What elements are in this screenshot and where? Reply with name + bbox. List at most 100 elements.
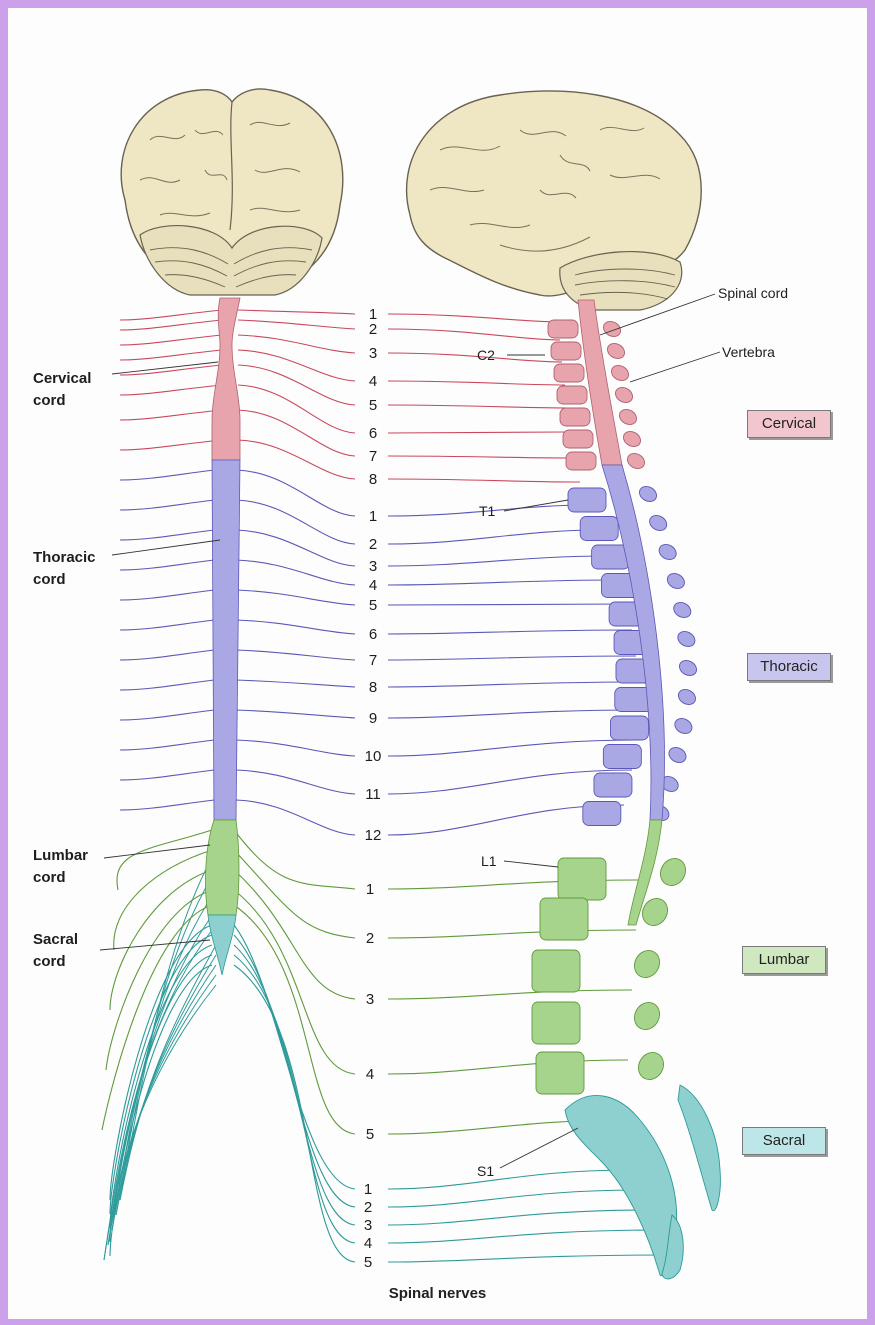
thoracic-nerve-mid-3 <box>236 530 355 566</box>
lumbar-nerve-loop-4 <box>108 910 216 1245</box>
spinous-process-1 <box>601 318 624 339</box>
vertebral-body-23 <box>532 1002 580 1044</box>
cervical-nerve-mid-7 <box>238 410 355 456</box>
thoracic-nerve-mid-1 <box>236 470 355 516</box>
vertebral-body-24 <box>536 1052 584 1094</box>
spinous-process-10 <box>656 541 679 562</box>
cervical-nerve-number-5: 5 <box>369 397 377 414</box>
thoracic-nerve-left-7 <box>120 650 214 660</box>
cervical-nerve-mid-3 <box>238 335 355 353</box>
thoracic-nerve-number-12: 12 <box>365 827 382 844</box>
region-box-cervical: Cervical <box>747 410 831 438</box>
thoracic-nerve-number-10: 10 <box>365 748 382 765</box>
spinous-process-13 <box>675 628 698 649</box>
thoracic-cord-segment <box>212 460 240 820</box>
cervical-nerve-left-5 <box>120 365 222 375</box>
spinous-process-6 <box>621 428 644 449</box>
vertebral-body-5 <box>560 408 590 426</box>
vertebra-callout: Vertebra <box>722 344 775 360</box>
thoracic-nerve-right-8 <box>388 682 640 687</box>
sacrum <box>565 1096 677 1276</box>
vertebral-body-1 <box>548 320 578 338</box>
sacral-nerve-number-3: 3 <box>364 1217 372 1234</box>
thoracic-nerve-left-1 <box>120 470 214 480</box>
cervical-nerve-left-8 <box>120 440 222 450</box>
thoracic-nerve-right-7 <box>388 656 636 660</box>
t1-callout: T1 <box>479 503 496 519</box>
spinous-process-20 <box>656 854 691 890</box>
thoracic-nerve-mid-7 <box>236 650 355 660</box>
lumbar-cord-label-2: cord <box>33 869 66 886</box>
cervical-cord-label-2: cord <box>33 392 66 409</box>
sacral-nerve-number-1: 1 <box>364 1181 372 1198</box>
thoracic-nerve-right-2 <box>388 530 600 544</box>
spinous-process-14 <box>677 657 700 678</box>
sacral-nerve-loop-1 <box>120 945 216 1200</box>
thoracic-nerve-left-5 <box>120 590 214 600</box>
brain-lateral-view <box>407 91 702 310</box>
lumbar-nerve-mid-2 <box>234 850 355 938</box>
cervical-nerve-left-2 <box>120 320 222 330</box>
thoracic-nerve-number-6: 6 <box>369 626 377 643</box>
sacral-nerve-right-2 <box>388 1190 640 1207</box>
lumbar-nerve-mid-1 <box>234 830 355 889</box>
spinous-process-4 <box>613 384 636 405</box>
brain-posterior-view <box>121 89 343 295</box>
thoracic-nerve-left-4 <box>120 560 214 570</box>
cervical-nerve-mid-4 <box>238 350 355 381</box>
sacral-nerve-mid-2 <box>234 935 355 1207</box>
spinous-process-17 <box>666 744 689 765</box>
lumbar-nerve-number-1: 1 <box>366 881 374 898</box>
cervical-nerve-number-4: 4 <box>369 373 377 390</box>
cervical-nerve-mid-2 <box>238 320 355 329</box>
thoracic-nerve-left-3 <box>120 530 214 540</box>
vertebral-body-9 <box>580 517 618 541</box>
thoracic-nerve-right-3 <box>388 556 610 566</box>
cervical-nerve-right-6 <box>388 432 572 433</box>
thoracic-nerve-mid-9 <box>236 710 355 718</box>
thoracic-nerve-right-10 <box>388 740 638 756</box>
sacral-crest <box>678 1085 720 1211</box>
vertebral-body-21 <box>540 898 588 940</box>
cervical-nerve-number-8: 8 <box>369 471 377 488</box>
lumbar-nerve-loop-2 <box>116 870 216 1215</box>
spinous-process-24 <box>634 1048 669 1084</box>
thoracic-nerve-right-9 <box>388 710 640 718</box>
spinous-process-2 <box>605 340 628 361</box>
sacral-nerve-right-4 <box>388 1230 660 1243</box>
lumbar-nerve-mid-5 <box>234 905 355 1134</box>
region-box-lumbar: Lumbar <box>742 946 826 974</box>
vertebral-body-16 <box>610 716 648 740</box>
thoracic-nerve-left-8 <box>120 680 214 690</box>
sacral-nerve-right-1 <box>388 1170 630 1189</box>
sacral-nerve-right-3 <box>388 1210 650 1225</box>
vertebral-body-3 <box>554 364 584 382</box>
vertebral-body-8 <box>568 488 606 512</box>
diagram-caption: Spinal nerves <box>0 1285 875 1302</box>
vertebral-body-4 <box>557 386 587 404</box>
spinous-process-12 <box>671 599 694 620</box>
vertebral-body-7 <box>566 452 596 470</box>
spinous-process-9 <box>647 512 670 533</box>
vertebral-body-19 <box>583 802 621 826</box>
sacral-nerve-number-2: 2 <box>364 1199 372 1216</box>
spinous-process-23 <box>630 998 665 1034</box>
thoracic-nerve-number-7: 7 <box>369 652 377 669</box>
region-box-sacral: Sacral <box>742 1127 826 1155</box>
vertebral-body-22 <box>532 950 580 992</box>
thoracic-nerve-right-5 <box>388 604 625 605</box>
thoracic-nerve-mid-8 <box>236 680 355 687</box>
thoracic-nerve-mid-10 <box>236 740 355 756</box>
sacral-nerve-mid-5 <box>234 965 355 1262</box>
cervical-nerve-left-1 <box>120 310 222 320</box>
thoracic-nerve-mid-5 <box>236 590 355 605</box>
cervical-nerve-mid-6 <box>238 385 355 433</box>
thoracic-nerve-mid-11 <box>236 770 355 794</box>
region-box-thoracic: Thoracic <box>747 653 831 681</box>
vertebral-column <box>532 318 720 1278</box>
vertebral-body-20 <box>558 858 606 900</box>
sacral-nerve-mid-1 <box>234 925 355 1189</box>
thoracic-nerve-number-1: 1 <box>369 508 377 525</box>
cervical-nerve-left-3 <box>120 335 222 345</box>
